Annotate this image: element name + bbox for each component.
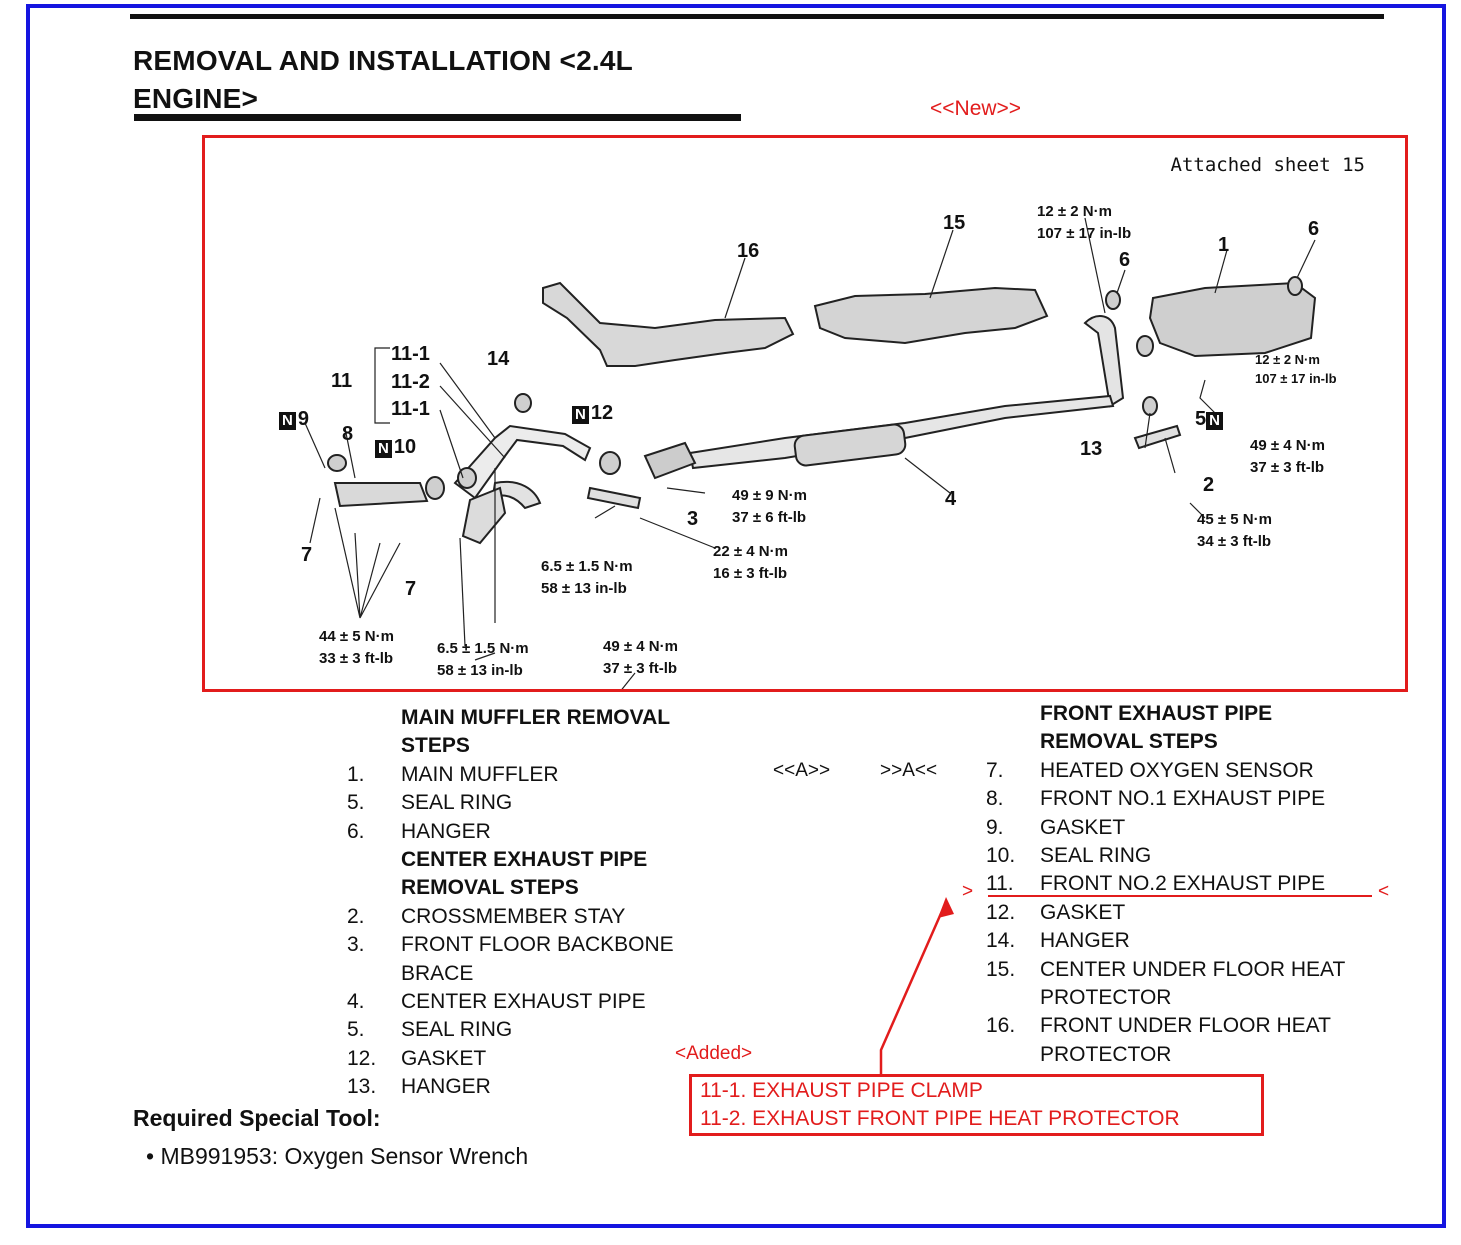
sheet-label: Attached sheet 15 bbox=[1170, 154, 1365, 176]
page-title: REMOVAL AND INSTALLATION <2.4L ENGINE> bbox=[133, 42, 633, 118]
front-no1-pipe bbox=[333, 482, 429, 508]
title-line-2: ENGINE> bbox=[133, 83, 259, 114]
added-label: <Added> bbox=[675, 1043, 753, 1064]
left-steps-list: MAIN MUFFLER REMOVAL STEPS 1.MAIN MUFFLE… bbox=[347, 704, 727, 1101]
callout-11-2: 11-2 bbox=[391, 371, 430, 393]
list-item: 5.SEAL RING bbox=[347, 791, 513, 815]
gasket-12 bbox=[599, 451, 621, 475]
hanger-14 bbox=[514, 393, 532, 413]
list-item: 10.SEAL RING bbox=[986, 843, 1152, 867]
callout-15: 15 bbox=[943, 212, 966, 234]
hanger-6a bbox=[1105, 290, 1121, 310]
required-tool-item: • MB991953: Oxygen Sensor Wrench bbox=[146, 1143, 529, 1169]
center-heat-protector bbox=[813, 286, 1049, 345]
list-item: 5.SEAL RING bbox=[347, 1018, 513, 1042]
list-item: 12.GASKET bbox=[347, 1046, 487, 1070]
callout-16: 16 bbox=[737, 240, 760, 262]
required-tool-heading: Required Special Tool: bbox=[133, 1105, 381, 1131]
list-item: 16.FRONT UNDER FLOOR HEAT bbox=[986, 1014, 1331, 1038]
list-item: 13.HANGER bbox=[347, 1075, 491, 1099]
mark-a-1: <<A>> bbox=[773, 760, 831, 781]
callout-4: 4 bbox=[945, 488, 957, 510]
list-item: 15.CENTER UNDER FLOOR HEAT bbox=[986, 957, 1346, 981]
list-item: 4.CENTER EXHAUST PIPE bbox=[347, 989, 646, 1013]
list-item-continuation: PROTECTOR bbox=[1040, 1042, 1172, 1066]
list-item-continuation: BRACE bbox=[401, 961, 474, 985]
list-item: 1.MAIN MUFFLER bbox=[347, 762, 559, 786]
list-item: 8.FRONT NO.1 EXHAUST PIPE bbox=[986, 787, 1326, 811]
callout-11: 11 bbox=[331, 370, 353, 392]
top-rule bbox=[130, 14, 1384, 19]
backbone-brace bbox=[586, 486, 642, 510]
callout-1: 1 bbox=[1218, 234, 1230, 256]
main-muffler bbox=[1148, 281, 1317, 358]
front-pipe-header-2: REMOVAL STEPS bbox=[1040, 730, 1218, 754]
added-items-box: 11-1. EXHAUST PIPE CLAMP 11-2. EXHAUST F… bbox=[689, 1074, 1264, 1136]
callout-13: 13 bbox=[1080, 438, 1103, 460]
front-heat-protector bbox=[542, 281, 795, 367]
callout-14: 14 bbox=[487, 348, 510, 370]
insert-mark-right: < bbox=[1378, 881, 1390, 902]
list-item: 6.HANGER bbox=[347, 819, 491, 843]
callout-3: 3 bbox=[687, 508, 699, 530]
mid-pipe-elbow bbox=[1083, 315, 1125, 408]
right-steps-list: FRONT EXHAUST PIPE REMOVAL STEPS 7.HEATE… bbox=[986, 700, 1406, 1069]
callout-7a: 7 bbox=[301, 544, 313, 566]
added-item: 11-2. EXHAUST FRONT PIPE HEAT PROTECTOR bbox=[700, 1107, 1180, 1130]
callout-8: 8 bbox=[342, 423, 354, 445]
added-item: 11-1. EXHAUST PIPE CLAMP bbox=[700, 1079, 983, 1102]
clamp-11-1 bbox=[457, 467, 477, 489]
callout-2: 2 bbox=[1203, 474, 1215, 496]
list-item: 7.HEATED OXYGEN SENSOR bbox=[986, 758, 1314, 782]
page-frame bbox=[26, 4, 1446, 1228]
callout-7b: 7 bbox=[405, 578, 417, 600]
list-item-highlighted: 11.FRONT NO.2 EXHAUST PIPE bbox=[986, 872, 1326, 896]
insert-mark-left: > bbox=[962, 881, 974, 902]
title-underline bbox=[134, 114, 741, 121]
callout-6a: 6 bbox=[1119, 249, 1131, 271]
center-pipe-header-2: REMOVAL STEPS bbox=[401, 876, 579, 900]
seal-ring-10 bbox=[425, 476, 445, 500]
exhaust-drawing bbox=[304, 217, 1317, 689]
seal-ring-5 bbox=[1136, 335, 1154, 357]
new-annotation: <<New>> bbox=[930, 97, 1022, 120]
resonator bbox=[793, 423, 907, 467]
list-item: 12.GASKET bbox=[986, 900, 1126, 924]
callout-11-1b: 11-1 bbox=[391, 398, 430, 420]
gasket-9 bbox=[327, 454, 347, 472]
exhaust-diagram: Attached sheet 15 bbox=[202, 135, 1408, 692]
list-item: 14.HANGER bbox=[986, 929, 1130, 953]
list-item: 9.GASKET bbox=[986, 815, 1126, 839]
front-pipe-header-1: FRONT EXHAUST PIPE bbox=[1040, 702, 1273, 725]
callout-6b: 6 bbox=[1308, 218, 1320, 240]
title-line-1: REMOVAL AND INSTALLATION <2.4L bbox=[133, 45, 633, 76]
center-pipe-header-1: CENTER EXHAUST PIPE bbox=[401, 847, 648, 871]
hanger-6b bbox=[1287, 276, 1303, 296]
list-item: 2.CROSSMEMBER STAY bbox=[347, 904, 626, 928]
list-item: 3.FRONT FLOOR BACKBONE bbox=[347, 933, 674, 957]
list-item-continuation: PROTECTOR bbox=[1040, 985, 1172, 1009]
mark-a-2: >>A<< bbox=[880, 760, 938, 781]
main-muffler-header-2: STEPS bbox=[401, 734, 470, 758]
main-muffler-header-1: MAIN MUFFLER REMOVAL bbox=[401, 706, 671, 729]
catalytic-section bbox=[643, 441, 697, 480]
callout-11-1a: 11-1 bbox=[391, 343, 430, 365]
